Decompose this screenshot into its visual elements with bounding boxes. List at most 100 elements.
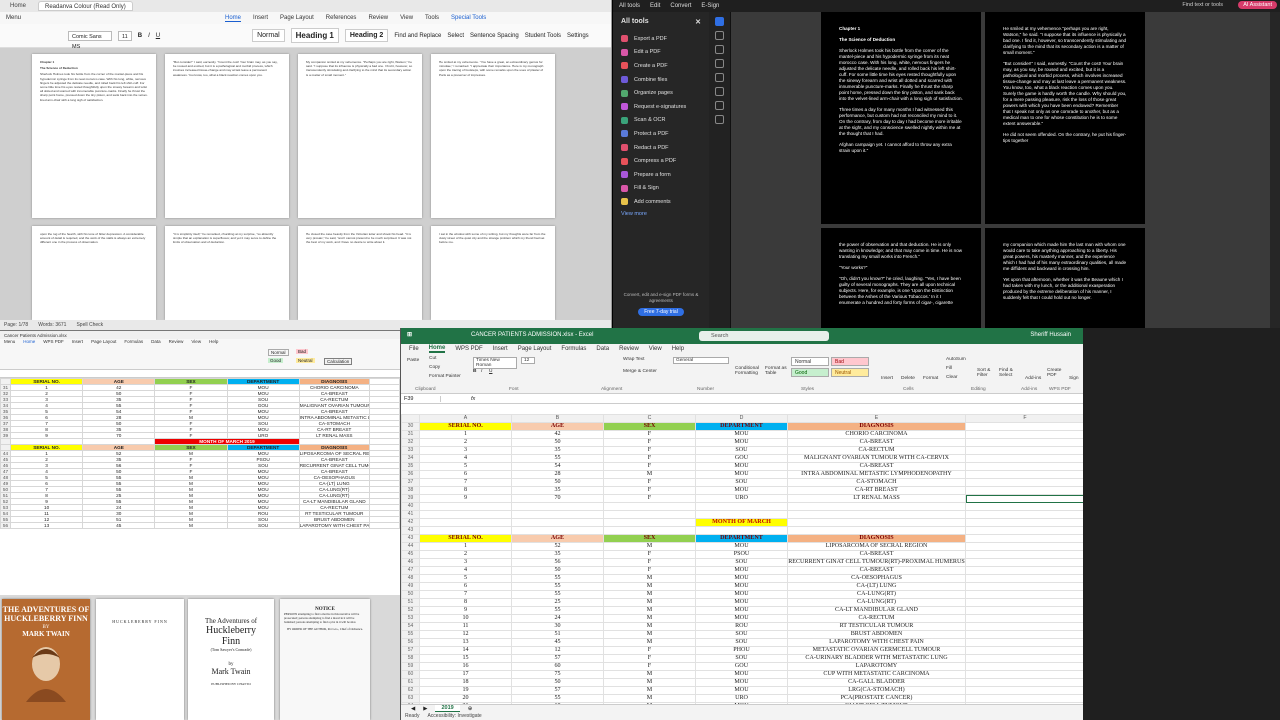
tool-item[interactable]: Request e-signatures (613, 100, 709, 114)
table-cell[interactable] (965, 678, 1083, 687)
table-cell[interactable]: F (603, 454, 696, 463)
wps-menu-item[interactable]: Menu (4, 339, 16, 344)
style-normal[interactable]: Normal (268, 349, 289, 356)
table-cell[interactable]: M (603, 670, 696, 679)
table-cell[interactable]: CA-GALL BLADDER (787, 678, 966, 687)
table-cell[interactable]: CA-RECTUM (787, 614, 966, 623)
table-cell[interactable]: 55 (511, 582, 604, 591)
wps-menu-item[interactable]: Formulas (124, 339, 144, 344)
table-cell[interactable]: 3 (419, 446, 512, 455)
table-cell[interactable]: M (603, 686, 696, 695)
table-cell[interactable]: CA-BREAST (787, 462, 966, 471)
table-cell[interactable]: 15 (419, 654, 512, 663)
menu-esign[interactable]: E-Sign (701, 3, 720, 9)
table-cell[interactable]: 35 (511, 486, 604, 495)
table-cell[interactable]: PSOU (695, 550, 788, 559)
tool-item[interactable]: Prepare a form (613, 168, 709, 182)
menu-convert[interactable]: Convert (670, 3, 692, 9)
table-cell[interactable]: 55 (511, 454, 604, 463)
table-cell[interactable]: F (603, 550, 696, 559)
table-cell[interactable] (965, 606, 1083, 615)
table-cell[interactable]: 9 (419, 494, 512, 503)
table-cell[interactable] (965, 654, 1083, 663)
menu-file[interactable]: File (409, 346, 419, 352)
column-header[interactable]: F (965, 414, 1083, 423)
font-select[interactable]: Times New Roman (473, 357, 517, 369)
column-title[interactable]: DIAGNOSIS (787, 422, 966, 431)
table-cell[interactable]: RT TESTICULAR TUMOUR (787, 622, 966, 631)
table-cell[interactable]: CHORIO CARCINOMA (787, 430, 966, 439)
wps-menu-item[interactable]: Help (209, 339, 219, 344)
menu-view[interactable]: View (400, 15, 414, 21)
column-title[interactable]: DIAGNOSIS (787, 534, 966, 543)
font-size-select[interactable]: 12 (521, 357, 535, 364)
tool-item[interactable]: Combine files (613, 73, 709, 87)
table-cell[interactable] (965, 566, 1083, 575)
table-cell[interactable]: 13 (10, 522, 84, 529)
next-sheet-icon[interactable]: ▶ (423, 705, 428, 712)
book-page-2[interactable]: HUCKLEBERRY FINN (96, 599, 184, 720)
table-cell[interactable]: 30 (511, 622, 604, 631)
table-cell[interactable]: 56 (511, 558, 604, 567)
table-cell[interactable]: M (603, 678, 696, 687)
table-cell[interactable]: MOU (695, 686, 788, 695)
table-cell[interactable]: CA-LUNG(RT) (787, 598, 966, 607)
table-cell[interactable]: 45 (82, 522, 156, 529)
table-cell[interactable] (965, 646, 1083, 655)
style-good[interactable]: Good (268, 358, 284, 363)
table-cell[interactable]: 18 (419, 678, 512, 687)
table-cell[interactable]: CA-LUNG(RT) (787, 590, 966, 599)
table-cell[interactable]: METASTATIC OVARIAN GERMCELL TUMOUR (787, 646, 966, 655)
book-cover-1[interactable]: THE ADVENTURES OF HUCKLEBERRY FINN BY MA… (2, 599, 90, 720)
table-cell[interactable] (965, 686, 1083, 695)
table-cell[interactable]: M (154, 522, 228, 529)
table-cell[interactable] (965, 694, 1083, 703)
menu-help[interactable]: Help (671, 346, 685, 352)
home-tab[interactable]: Home (10, 3, 27, 9)
table-cell[interactable]: LIPOSARCOMA OF SECRAL REGION (787, 542, 966, 551)
table-cell[interactable]: 6 (419, 582, 512, 591)
select-button[interactable]: Select (447, 32, 465, 39)
table-cell[interactable]: MALIGNANT OVARIAN TUMOUR WITH CA-CERVIX (298, 402, 370, 409)
table-cell[interactable]: RECURRENT GINAT CELL TUMOUR(RT)-PROXIMAL… (787, 558, 966, 567)
table-cell[interactable]: SOU (226, 522, 300, 529)
tool-item[interactable]: Scan & OCR (613, 114, 709, 128)
table-cell[interactable]: F (603, 662, 696, 671)
tool-item[interactable]: Add comments (613, 195, 709, 209)
table-cell[interactable]: 50 (511, 478, 604, 487)
table-cell[interactable]: 11 (419, 622, 512, 631)
table-cell[interactable]: M (603, 574, 696, 583)
italic-icon[interactable]: I (481, 369, 483, 374)
table-cell[interactable] (965, 638, 1083, 647)
table-cell[interactable]: 16 (419, 662, 512, 671)
table-cell[interactable]: URO (695, 494, 788, 503)
table-cell[interactable]: CA-RECTUM (787, 446, 966, 455)
table-cell[interactable]: F (603, 654, 696, 663)
table-cell[interactable]: CA-OESOPHAGUS (787, 574, 966, 583)
column-header[interactable]: B (511, 414, 604, 423)
tool-item[interactable]: Protect a PDF (613, 127, 709, 141)
fill-button[interactable]: Fill (946, 366, 953, 371)
wps-menu-item[interactable]: Review (168, 339, 184, 344)
number-format-select[interactable]: General (673, 357, 729, 364)
table-cell[interactable] (965, 614, 1083, 623)
find-tools-input[interactable]: Find text or tools (1182, 2, 1223, 8)
tool-item[interactable]: Fill & Sign (613, 182, 709, 196)
table-cell[interactable] (965, 550, 1083, 559)
menu-page-layout[interactable]: Page Layout (517, 346, 552, 352)
style-neutral[interactable]: Neutral (831, 368, 869, 377)
font-size-select[interactable]: 11 (118, 30, 132, 41)
zoom-icon[interactable] (715, 101, 724, 110)
table-cell[interactable]: 50 (511, 678, 604, 687)
table-cell[interactable]: CUP WITH METASTATIC CARCINOMA (787, 670, 966, 679)
settings-button[interactable]: Settings (567, 32, 589, 39)
month-label[interactable]: MONTH OF MARCH (695, 518, 788, 527)
table-cell[interactable]: F (603, 486, 696, 495)
autosum-button[interactable]: AutoSum (946, 357, 966, 362)
table-cell[interactable]: 13 (419, 638, 512, 647)
column-title[interactable]: SEX (603, 422, 696, 431)
table-cell[interactable] (965, 478, 1083, 487)
underline-icon[interactable]: U (155, 32, 161, 39)
style-heading-2[interactable]: Heading 2 (344, 29, 389, 42)
